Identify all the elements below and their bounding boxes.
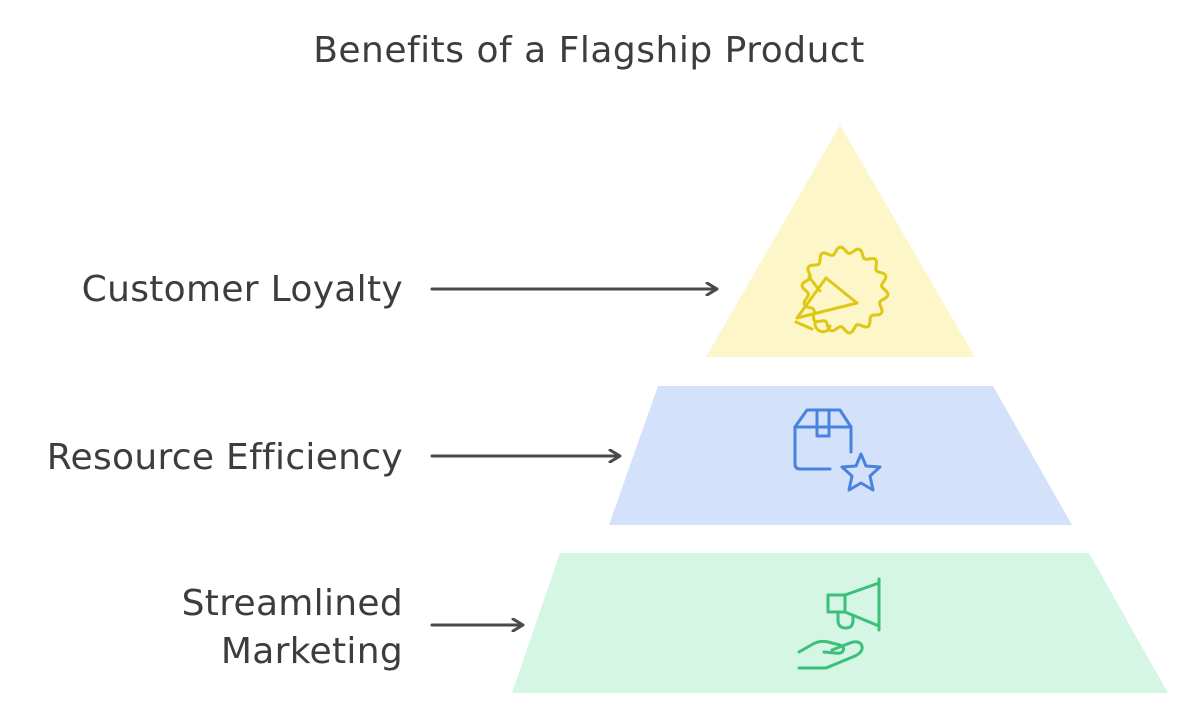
label-line-2: Marketing — [220, 631, 403, 672]
label-customer-loyalty: Customer Loyalty — [81, 269, 403, 310]
label-line-1: Streamlined — [181, 583, 403, 624]
hand-megaphone-icon — [797, 577, 881, 670]
pyramid-tier-top — [706, 125, 975, 357]
pyramid-tier-bottom — [512, 553, 1168, 693]
label-streamlined-marketing: Streamlined Marketing — [182, 580, 403, 676]
diagram-title: Benefits of a Flagship Product — [313, 30, 865, 71]
box-star-icon — [793, 408, 882, 492]
label-resource-efficiency: Resource Efficiency — [46, 437, 403, 478]
pyramid-tier-middle — [609, 386, 1072, 525]
megaphone-badge-icon — [794, 245, 890, 335]
